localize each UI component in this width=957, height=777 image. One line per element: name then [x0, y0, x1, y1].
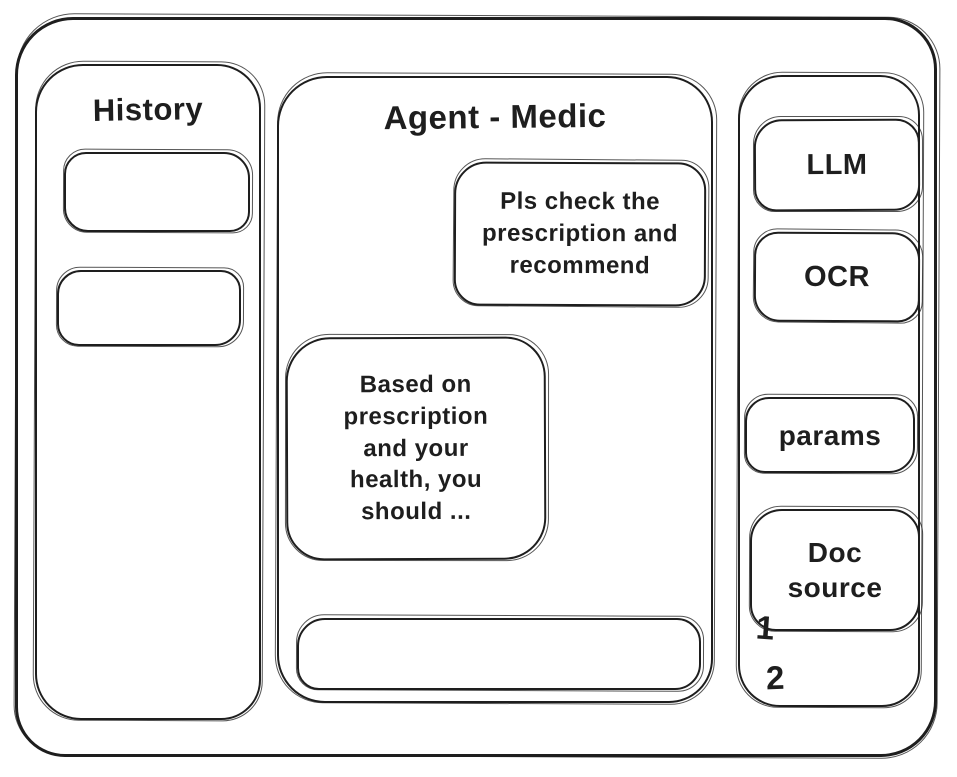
tools-panel: LLM OCR params Doc source 1 2 [738, 75, 921, 707]
tool-ocr-button[interactable]: OCR [753, 231, 921, 323]
chat-title: Agent - Medic [383, 96, 607, 137]
assistant-message-bubble: Based on prescription and your health, y… [285, 336, 547, 561]
history-item[interactable] [57, 270, 241, 346]
tool-doc-source-button[interactable]: Doc source [750, 509, 920, 631]
chat-panel: Agent - Medic Pls check the prescription… [277, 76, 713, 703]
tool-llm-button[interactable]: LLM [753, 118, 921, 212]
history-panel: History [35, 64, 261, 720]
annotation-number-2: 2 [765, 658, 785, 697]
history-item[interactable] [64, 152, 250, 232]
message-input-box[interactable] [297, 618, 701, 690]
annotation-number-1: 1 [754, 608, 776, 647]
history-title: History [92, 91, 204, 128]
user-message-bubble: Pls check the prescription and recommend [453, 161, 707, 307]
message-input[interactable] [315, 624, 683, 684]
tool-params-button[interactable]: params [745, 397, 915, 473]
